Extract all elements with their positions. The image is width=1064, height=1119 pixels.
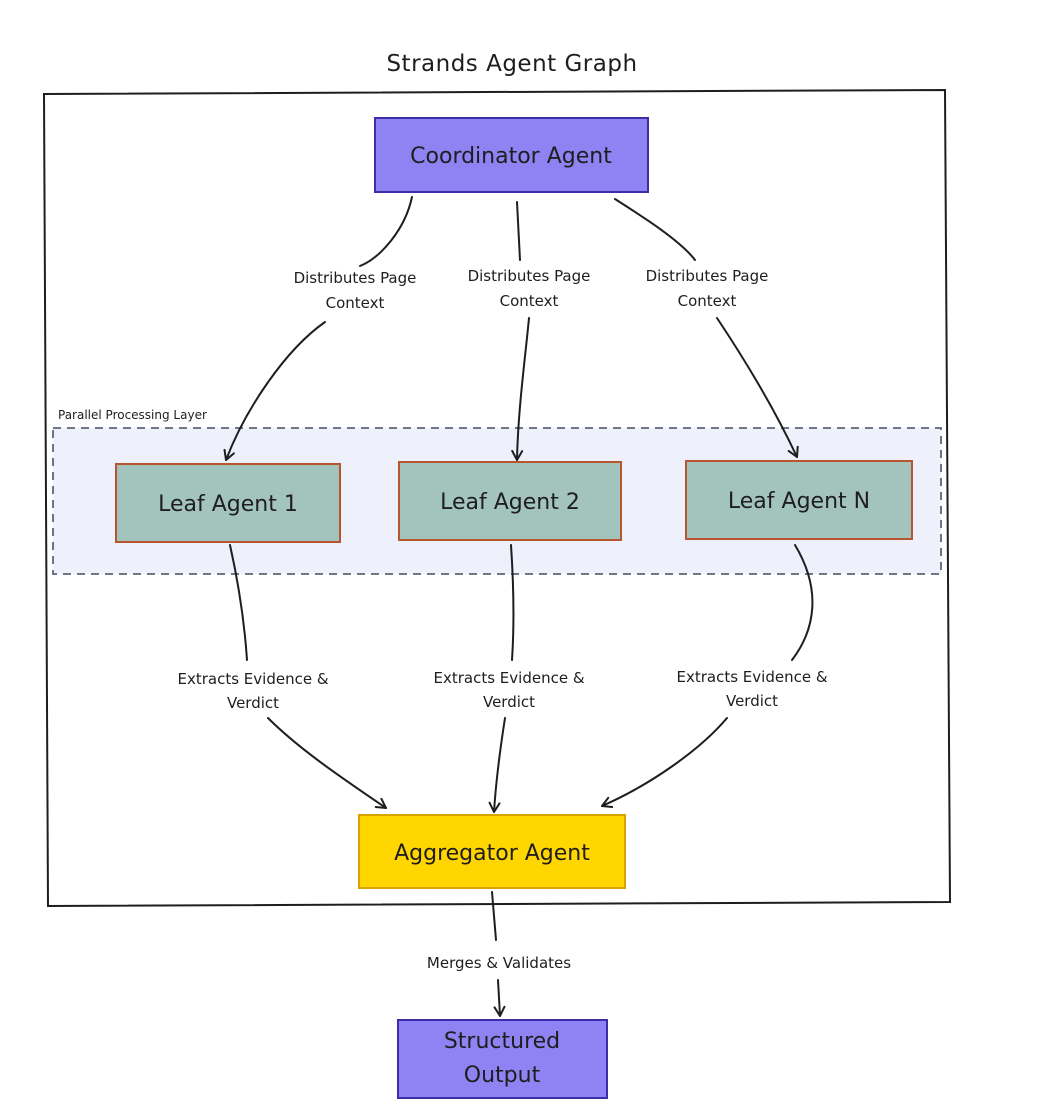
edge-aggregator-to-output-lower bbox=[493, 979, 506, 1017]
edge-label-extract-3: Extracts Evidence & Verdict bbox=[676, 668, 827, 710]
structured-output-node[interactable]: Structured Output bbox=[397, 1019, 608, 1099]
svg-text:Extracts Evidence &: Extracts Evidence & bbox=[177, 670, 328, 688]
edge-coordinator-to-leaf1-lower bbox=[223, 321, 326, 461]
edge-leaf1-to-aggregator bbox=[229, 544, 248, 661]
coordinator-agent-label: Coordinator Agent bbox=[410, 144, 612, 169]
edge-coordinator-to-leaf2-lower bbox=[511, 317, 530, 461]
aggregator-agent-node[interactable]: Aggregator Agent bbox=[358, 814, 626, 889]
svg-text:Context: Context bbox=[500, 292, 559, 310]
edge-leaf2-to-aggregator bbox=[510, 544, 515, 661]
edge-coordinator-to-leaf1 bbox=[359, 196, 413, 267]
leaf-agent-n-label: Leaf Agent N bbox=[728, 489, 870, 514]
graph-container bbox=[42, 88, 952, 908]
edge-label-extract-2: Extracts Evidence & Verdict bbox=[433, 669, 584, 711]
svg-text:Extracts Evidence &: Extracts Evidence & bbox=[433, 669, 584, 687]
edge-label-distribute-2: Distributes Page Context bbox=[468, 267, 591, 310]
svg-text:Verdict: Verdict bbox=[227, 694, 279, 712]
leaf-agent-2-node[interactable]: Leaf Agent 2 bbox=[398, 461, 622, 541]
structured-output-label-line1: Structured bbox=[444, 1029, 560, 1054]
leaf-agent-1-node[interactable]: Leaf Agent 1 bbox=[115, 463, 341, 543]
aggregator-agent-label: Aggregator Agent bbox=[394, 841, 590, 866]
edge-label-merge: Merges & Validates bbox=[427, 954, 571, 972]
structured-output-label-line2: Output bbox=[464, 1063, 541, 1088]
edge-leaf2-to-aggregator-lower bbox=[488, 717, 506, 813]
edge-leaf1-to-aggregator-lower bbox=[267, 717, 387, 809]
svg-text:Context: Context bbox=[326, 294, 385, 312]
leaf-agent-n-node[interactable]: Leaf Agent N bbox=[685, 460, 913, 540]
edge-aggregator-to-output bbox=[491, 891, 497, 941]
edge-leafN-to-aggregator bbox=[791, 544, 814, 661]
coordinator-agent-node[interactable]: Coordinator Agent bbox=[374, 117, 649, 193]
edge-coordinator-to-leaf2 bbox=[516, 201, 521, 261]
edge-leafN-to-aggregator-lower bbox=[601, 717, 728, 808]
parallel-processing-label: Parallel Processing Layer bbox=[58, 408, 207, 422]
svg-text:Verdict: Verdict bbox=[483, 693, 535, 711]
leaf-agent-1-label: Leaf Agent 1 bbox=[158, 492, 298, 517]
svg-text:Context: Context bbox=[678, 292, 737, 310]
svg-text:Distributes Page: Distributes Page bbox=[294, 269, 417, 287]
diagram-title: Strands Agent Graph bbox=[386, 51, 637, 77]
edge-coordinator-to-leafN bbox=[614, 198, 696, 261]
svg-text:Extracts Evidence &: Extracts Evidence & bbox=[676, 668, 827, 686]
svg-text:Verdict: Verdict bbox=[726, 692, 778, 710]
edge-label-extract-1: Extracts Evidence & Verdict bbox=[177, 670, 328, 712]
edge-label-distribute-3: Distributes Page Context bbox=[646, 267, 769, 310]
edge-coordinator-to-leafN-lower bbox=[716, 317, 799, 458]
edge-label-distribute-1: Distributes Page Context bbox=[294, 269, 417, 312]
leaf-agent-2-label: Leaf Agent 2 bbox=[440, 490, 580, 515]
svg-text:Distributes Page: Distributes Page bbox=[646, 267, 769, 285]
svg-text:Distributes Page: Distributes Page bbox=[468, 267, 591, 285]
